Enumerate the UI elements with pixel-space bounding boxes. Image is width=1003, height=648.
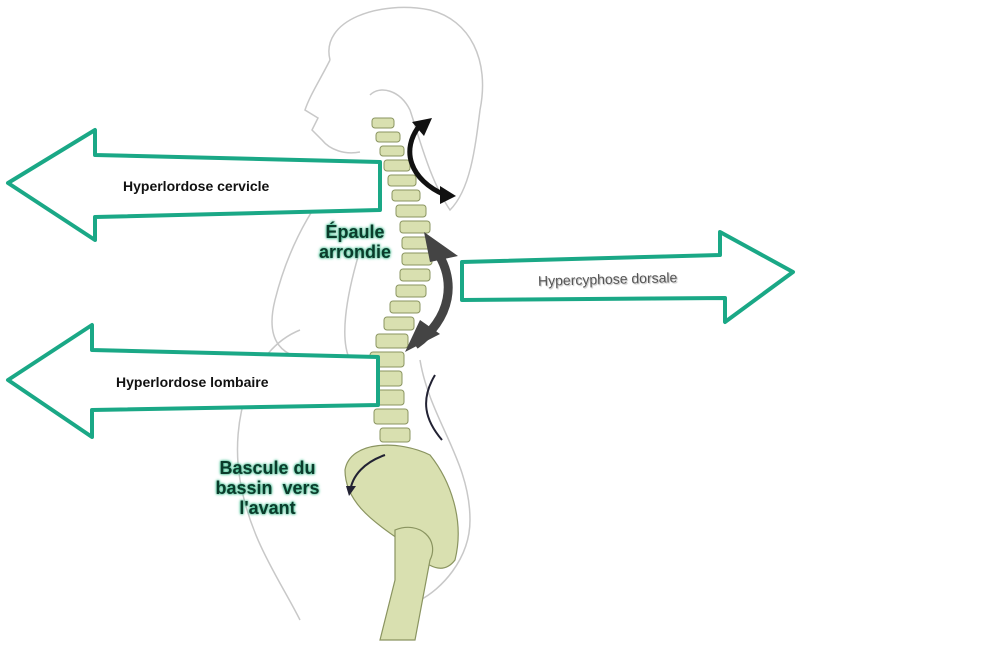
annotation-bassin-line2: bassin vers bbox=[215, 478, 320, 498]
curvature-arrows bbox=[346, 118, 458, 496]
arrow-dorsal bbox=[460, 230, 795, 324]
arrow-cervical bbox=[6, 128, 382, 242]
pelvis bbox=[344, 444, 459, 641]
annotation-bassin-line3: l'avant bbox=[239, 498, 296, 518]
annotation-bassin-line1: Bascule du bbox=[219, 458, 316, 478]
spine bbox=[367, 117, 433, 443]
label-cervical: Hyperlordose cervicle bbox=[123, 178, 270, 194]
annotation-epaule: Épaule arrondie bbox=[300, 222, 410, 262]
label-lombaire: Hyperlordose lombaire bbox=[116, 374, 269, 390]
arrow-lombaire bbox=[6, 323, 380, 439]
annotation-epaule-line2: arrondie bbox=[318, 242, 392, 262]
annotation-bassin: Bascule du bassin vers l'avant bbox=[205, 458, 330, 518]
annotation-epaule-line1: Épaule bbox=[325, 222, 385, 242]
